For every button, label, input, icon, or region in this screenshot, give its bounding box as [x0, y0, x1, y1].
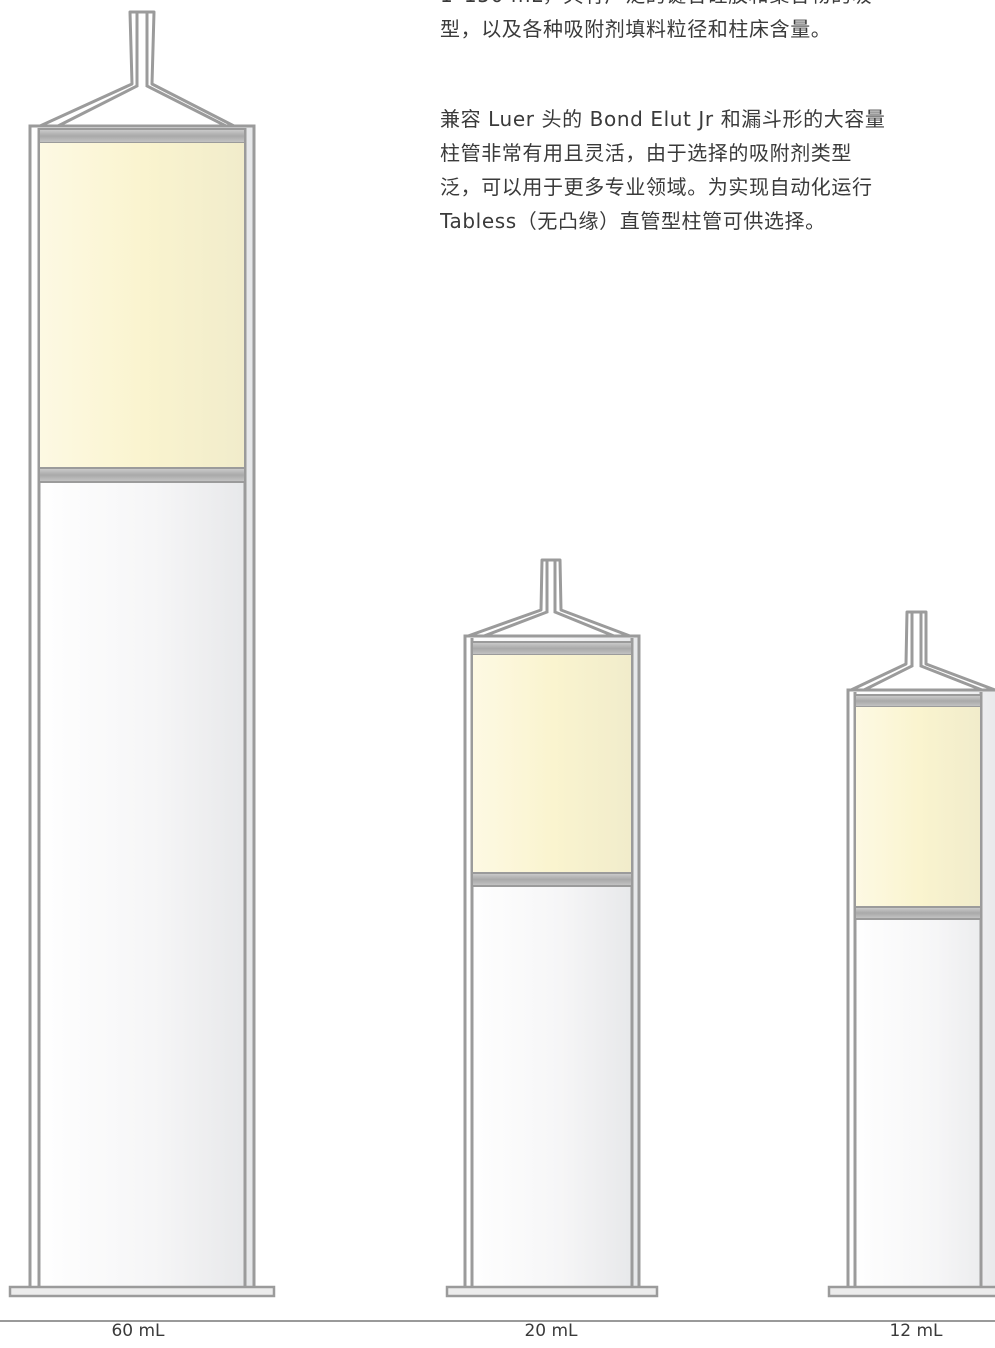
cartridge-flange: [445, 1285, 659, 1298]
bottom-frit: [471, 872, 633, 887]
paragraph-line: 1–150 mL，具有广泛的键合硅胶和聚合物的吸: [440, 0, 995, 12]
paragraph-line: 型，以及各种吸附剂填料粒径和柱床含量。: [440, 17, 832, 41]
baseline-rule: [0, 1320, 995, 1322]
cartridge-tip: [849, 610, 995, 692]
paragraph-line: 泛，可以用于更多专业领域。为实现自动化运行: [440, 175, 873, 199]
sorbent-bed: [40, 143, 244, 468]
cartridge-tip: [466, 558, 632, 638]
top-frit: [854, 694, 982, 708]
paragraph-line: Tabless（无凸缘）直管型柱管可供选择。: [440, 209, 826, 233]
cartridge-20ml: [445, 558, 659, 1298]
sorbent-bed: [856, 707, 980, 907]
cartridge-60ml: [8, 10, 276, 1298]
cartridge-flange: [8, 1285, 276, 1298]
bottom-frit: [38, 467, 246, 483]
top-frit: [471, 641, 633, 656]
cartridge-label-20ml: 20 mL: [524, 1321, 578, 1341]
top-frit: [38, 128, 246, 144]
bottom-frit: [854, 906, 982, 920]
sorbent-bed: [473, 655, 631, 873]
paragraph-2: 兼容 Luer 头的 Bond Elut Jr 和漏斗形的大容量 柱管非常有用且…: [440, 102, 995, 238]
paragraph-1: 1–150 mL，具有广泛的键合硅胶和聚合物的吸 型，以及各种吸附剂填料粒径和柱…: [440, 0, 995, 46]
description-text: 1–150 mL，具有广泛的键合硅胶和聚合物的吸 型，以及各种吸附剂填料粒径和柱…: [440, 0, 995, 320]
paragraph-line: 兼容 Luer 头的 Bond Elut Jr 和漏斗形的大容量: [440, 107, 886, 131]
cartridge-flange: [827, 1285, 995, 1298]
cartridge-label-12ml: 12 mL: [889, 1321, 943, 1341]
paragraph-line: 柱管非常有用且灵活，由于选择的吸附剂类型: [440, 141, 852, 165]
cartridge-12ml: [827, 610, 995, 1298]
cartridge-label-60ml: 60 mL: [111, 1321, 165, 1341]
